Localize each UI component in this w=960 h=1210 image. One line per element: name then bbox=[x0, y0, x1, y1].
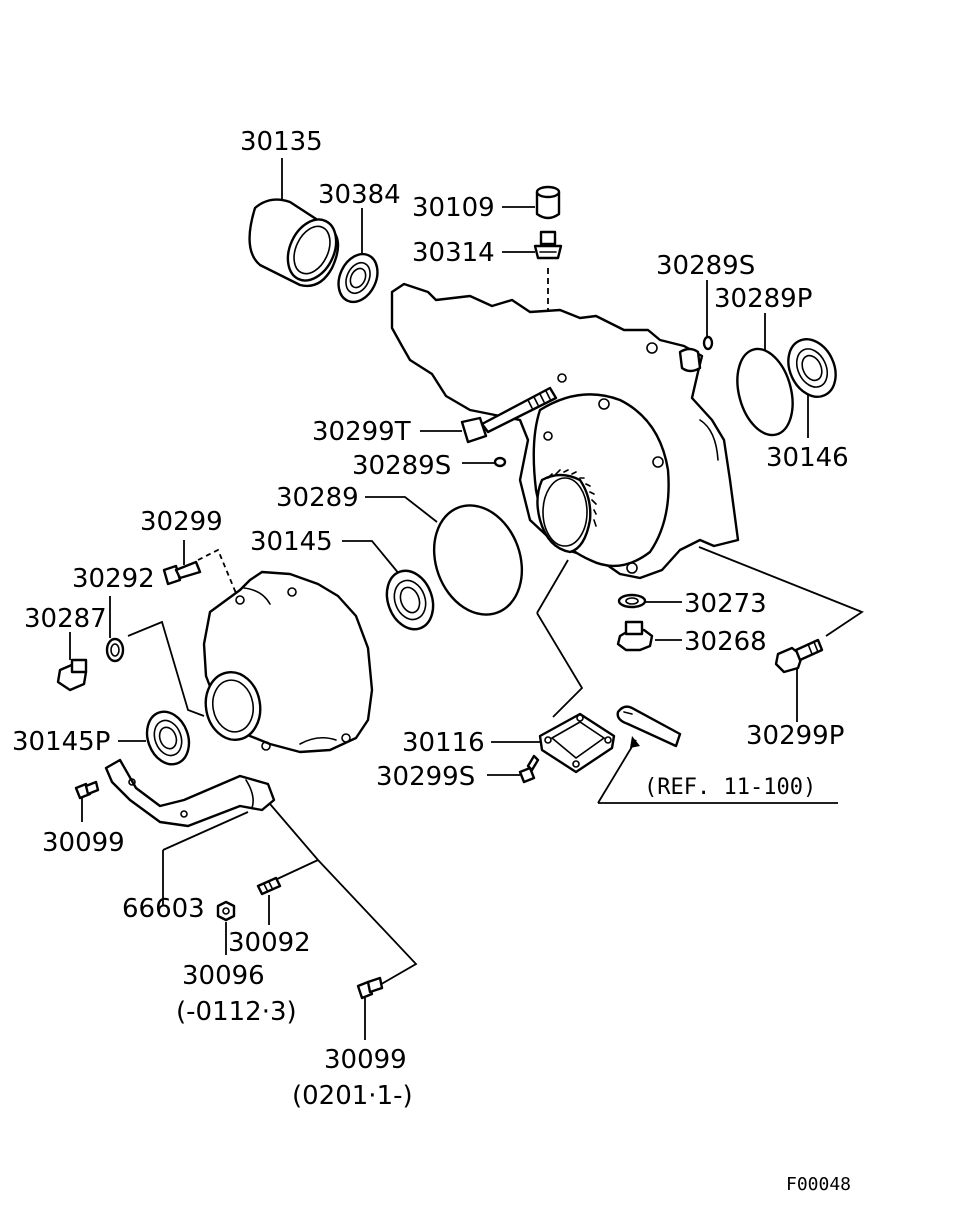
part-30116-cover-plate bbox=[538, 712, 616, 774]
label-30292: 30292 bbox=[72, 564, 155, 594]
part-30146-seal bbox=[787, 338, 837, 398]
label-30299s-bottom: 30299S bbox=[376, 762, 475, 792]
label-30299t: 30299T bbox=[312, 417, 411, 447]
label-30116: 30116 bbox=[402, 728, 485, 758]
part-30299-bolt bbox=[162, 560, 202, 586]
label-30289s-top: 30289S bbox=[656, 251, 755, 281]
label-30289p: 30289P bbox=[714, 284, 812, 314]
part-30384-seal bbox=[337, 252, 379, 304]
reference-note: (REF. 11-100) bbox=[644, 775, 816, 800]
part-30099-bolt-bottom bbox=[356, 976, 384, 1000]
date-range-early: (-0112·3) bbox=[176, 997, 297, 1027]
part-30109-cap bbox=[535, 185, 561, 220]
label-30289s-mid: 30289S bbox=[352, 451, 451, 481]
label-30135: 30135 bbox=[240, 127, 323, 157]
label-30146: 30146 bbox=[766, 443, 849, 473]
part-transfer-case-upper bbox=[390, 282, 740, 580]
part-30096-nut bbox=[216, 900, 236, 922]
part-30268-drain-plug bbox=[616, 620, 654, 652]
part-30099-bolt-left bbox=[74, 780, 100, 800]
label-30299p: 30299P bbox=[746, 721, 844, 751]
part-30299p-bolt bbox=[774, 638, 824, 674]
part-30289p-oring bbox=[736, 347, 794, 437]
label-30092: 30092 bbox=[228, 928, 311, 958]
part-speed-sensor-ref bbox=[616, 705, 682, 748]
part-30145-seal bbox=[385, 569, 435, 631]
part-30289s-oring-mid bbox=[493, 456, 507, 468]
part-30145p-seal bbox=[145, 710, 191, 766]
date-range-late: (0201·1-) bbox=[292, 1081, 413, 1111]
part-30287-plug bbox=[56, 658, 88, 692]
label-30099-left: 30099 bbox=[42, 828, 125, 858]
part-66603-bracket bbox=[104, 758, 276, 828]
label-30289: 30289 bbox=[276, 483, 359, 513]
label-30145: 30145 bbox=[250, 527, 333, 557]
label-30268: 30268 bbox=[684, 627, 767, 657]
label-30145p: 30145P bbox=[12, 727, 110, 757]
part-rear-cover-case bbox=[202, 570, 374, 754]
part-30289s-oring-top bbox=[702, 335, 714, 351]
part-labels: 30135 30384 30109 30314 30289S 30289P 30… bbox=[12, 127, 851, 1195]
part-30273-gasket bbox=[617, 593, 647, 609]
label-66603: 66603 bbox=[122, 894, 205, 924]
label-30273: 30273 bbox=[684, 589, 767, 619]
part-30299t-bolt bbox=[460, 386, 558, 444]
part-30135-sleeve bbox=[248, 198, 340, 288]
label-30096: 30096 bbox=[182, 961, 265, 991]
label-30384: 30384 bbox=[318, 180, 401, 210]
part-30299s-bolt bbox=[518, 754, 540, 784]
part-30292-washer bbox=[105, 637, 125, 663]
label-30109: 30109 bbox=[412, 193, 495, 223]
figure-code: F00048 bbox=[786, 1174, 851, 1195]
leader-lines bbox=[69, 158, 864, 1040]
label-30099-bottom: 30099 bbox=[324, 1045, 407, 1075]
label-30299: 30299 bbox=[140, 507, 223, 537]
part-30092-stud bbox=[256, 876, 282, 896]
label-30314: 30314 bbox=[412, 238, 495, 268]
label-30287: 30287 bbox=[24, 604, 107, 634]
part-30314-breather bbox=[533, 230, 563, 260]
part-30289-oring-large bbox=[432, 504, 524, 616]
